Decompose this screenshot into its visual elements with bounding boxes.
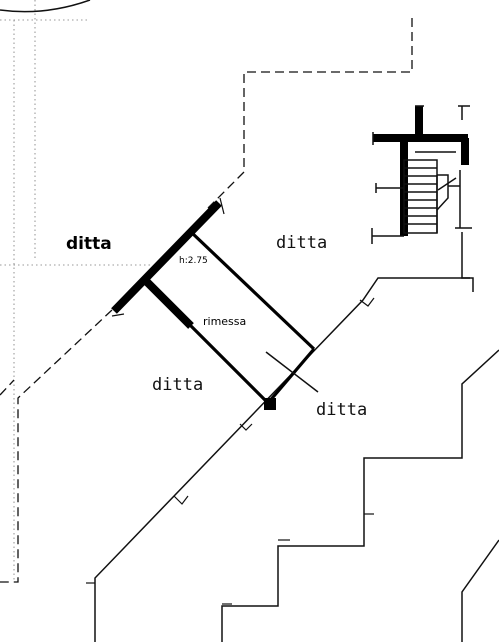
rimessa-wall-sw xyxy=(141,276,270,405)
label-ditta-top-right: ditta xyxy=(276,233,327,253)
rimessa-wall-ne xyxy=(189,230,316,351)
label-ditta-bold: ditta xyxy=(66,234,112,254)
rimessa-pillar xyxy=(264,398,276,410)
reference-lines xyxy=(0,0,150,580)
stepped-outline-lower xyxy=(461,539,499,642)
boundary-dashed-left-top xyxy=(0,379,15,396)
label-height: h:2.75 xyxy=(179,256,208,266)
label-ditta-right: ditta xyxy=(316,400,367,420)
rimessa-room xyxy=(111,197,319,410)
section-cut-line xyxy=(265,351,319,393)
diagonal-boundary-ticks xyxy=(86,297,375,584)
label-ditta-left: ditta xyxy=(152,375,203,395)
label-room-name: rimessa xyxy=(203,315,246,328)
rimessa-wall-se xyxy=(266,347,316,405)
boundary-dashed-outline xyxy=(207,18,413,209)
stepped-outline-ticks xyxy=(222,513,374,605)
right-wall-profile xyxy=(461,232,474,292)
diagonal-boundary-line xyxy=(94,277,470,642)
rimessa-wall-nw xyxy=(111,200,222,314)
stepped-outline xyxy=(221,349,499,642)
arc-fragment xyxy=(0,0,91,13)
boundary-dashed-left xyxy=(0,309,113,583)
stairwell xyxy=(371,105,472,244)
